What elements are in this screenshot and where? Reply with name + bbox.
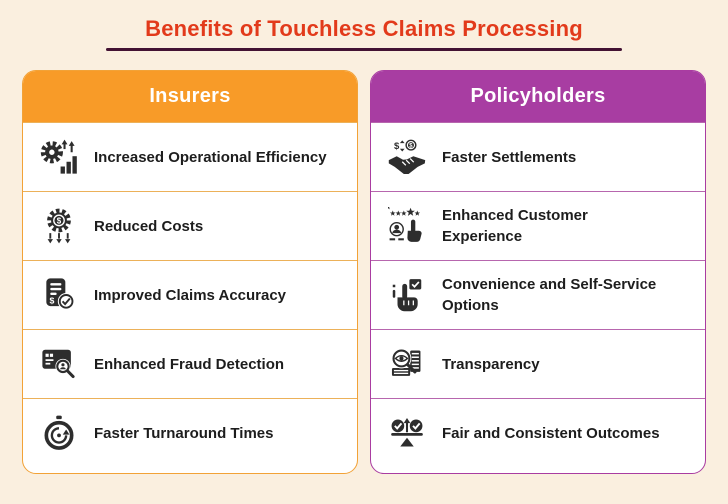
claims-accuracy-icon: $ — [38, 276, 80, 314]
benefit-row: Transparency — [371, 329, 705, 398]
benefit-label: Faster Settlements — [442, 148, 577, 166]
benefit-row: $ Improved Claims Accuracy — [23, 260, 357, 329]
benefit-row: Faster Turnaround Times — [23, 398, 357, 467]
transparency-icon — [386, 345, 428, 383]
svg-text:$: $ — [394, 141, 400, 152]
benefit-label: Reduced Costs — [94, 217, 204, 235]
title-underline — [106, 48, 622, 51]
reduced-costs-icon: $ — [38, 207, 80, 245]
benefit-label: Enhanced Customer Experience — [442, 207, 588, 245]
benefit-row: Enhanced Fraud Detection — [23, 329, 357, 398]
benefit-row: Fair and Consistent Outcomes — [371, 398, 705, 467]
benefit-label: Increased Operational Efficiency — [94, 148, 327, 166]
benefit-row: Convenience and Self-Service Options — [371, 260, 705, 329]
insurers-header: Insurers — [23, 71, 357, 122]
benefit-label: Transparency — [442, 355, 540, 373]
turnaround-times-icon — [38, 414, 80, 452]
benefit-label: Fair and Consistent Outcomes — [442, 424, 660, 442]
policyholders-header: Policyholders — [371, 71, 705, 122]
fair-outcomes-icon — [386, 414, 428, 452]
benefit-row: $ Reduced Costs — [23, 191, 357, 260]
customer-experience-icon — [386, 207, 428, 245]
benefit-label: Improved Claims Accuracy — [94, 286, 287, 304]
svg-text:$: $ — [57, 216, 62, 225]
benefit-label: Convenience and Self-Service Options — [442, 276, 657, 314]
fraud-detection-icon — [38, 345, 80, 383]
page-title: Benefits of Touchless Claims Processing — [145, 16, 583, 41]
benefit-row: Increased Operational Efficiency — [23, 122, 357, 191]
benefit-label: Faster Turnaround Times — [94, 424, 274, 442]
title-block: Benefits of Touchless Claims Processing — [0, 0, 728, 51]
svg-text:$: $ — [409, 144, 413, 150]
svg-text:$: $ — [49, 295, 54, 305]
benefit-row: Enhanced Customer Experience — [371, 191, 705, 260]
operational-efficiency-icon — [38, 138, 80, 176]
self-service-icon — [386, 276, 428, 314]
benefit-row: $ $ Faster Settlements — [371, 122, 705, 191]
policyholders-panel: Policyholders $ $ — [370, 70, 706, 474]
benefit-label: Enhanced Fraud Detection — [94, 355, 285, 373]
faster-settlements-icon: $ $ — [386, 138, 428, 176]
insurers-panel: Insurers — [22, 70, 358, 474]
columns-container: Insurers — [0, 70, 728, 474]
